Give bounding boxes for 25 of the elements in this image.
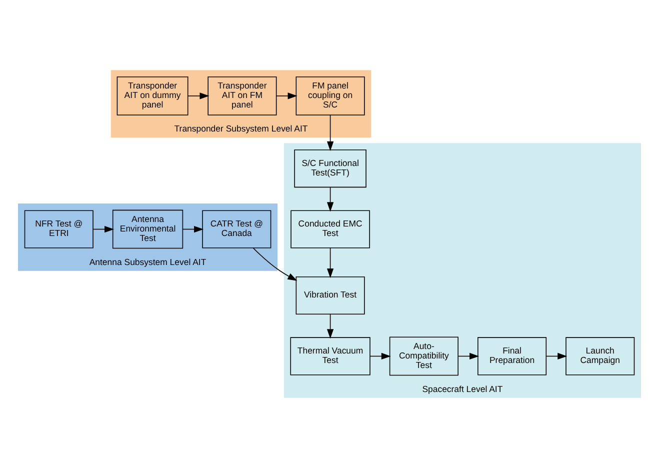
arrow <box>276 92 298 100</box>
node-box: Transponder AIT on dummy panel <box>116 76 188 116</box>
arrow <box>546 352 568 360</box>
node-box: Transponder AIT on FM panel <box>208 76 277 116</box>
arrow <box>326 248 334 278</box>
node-box: NFR Test @ ETRI <box>24 210 94 248</box>
arrow <box>370 352 391 360</box>
node-box: Conducted EMC Test <box>290 210 370 248</box>
node-box: Thermal Vacuum Test <box>290 337 370 376</box>
arrow <box>326 186 334 212</box>
arrow <box>326 114 334 151</box>
node-box: Antenna Environmental Test <box>112 210 184 249</box>
node-box: S/C Functional Test(SFT) <box>294 149 366 188</box>
node-box: Launch Campaign <box>566 337 635 376</box>
arrow <box>252 248 298 281</box>
node-box: Vibration Test <box>296 276 365 315</box>
arrow <box>326 314 334 339</box>
arrow <box>92 226 114 233</box>
arrow <box>188 92 210 100</box>
arrow <box>182 226 204 233</box>
arrow <box>458 352 480 360</box>
node-box: Auto-Compatibility Test <box>389 336 458 376</box>
node-box: CATR Test @ Canada <box>202 210 272 248</box>
node-box: Final Preparation <box>478 337 547 376</box>
node-box: FM panel coupling on S/C <box>296 76 365 116</box>
